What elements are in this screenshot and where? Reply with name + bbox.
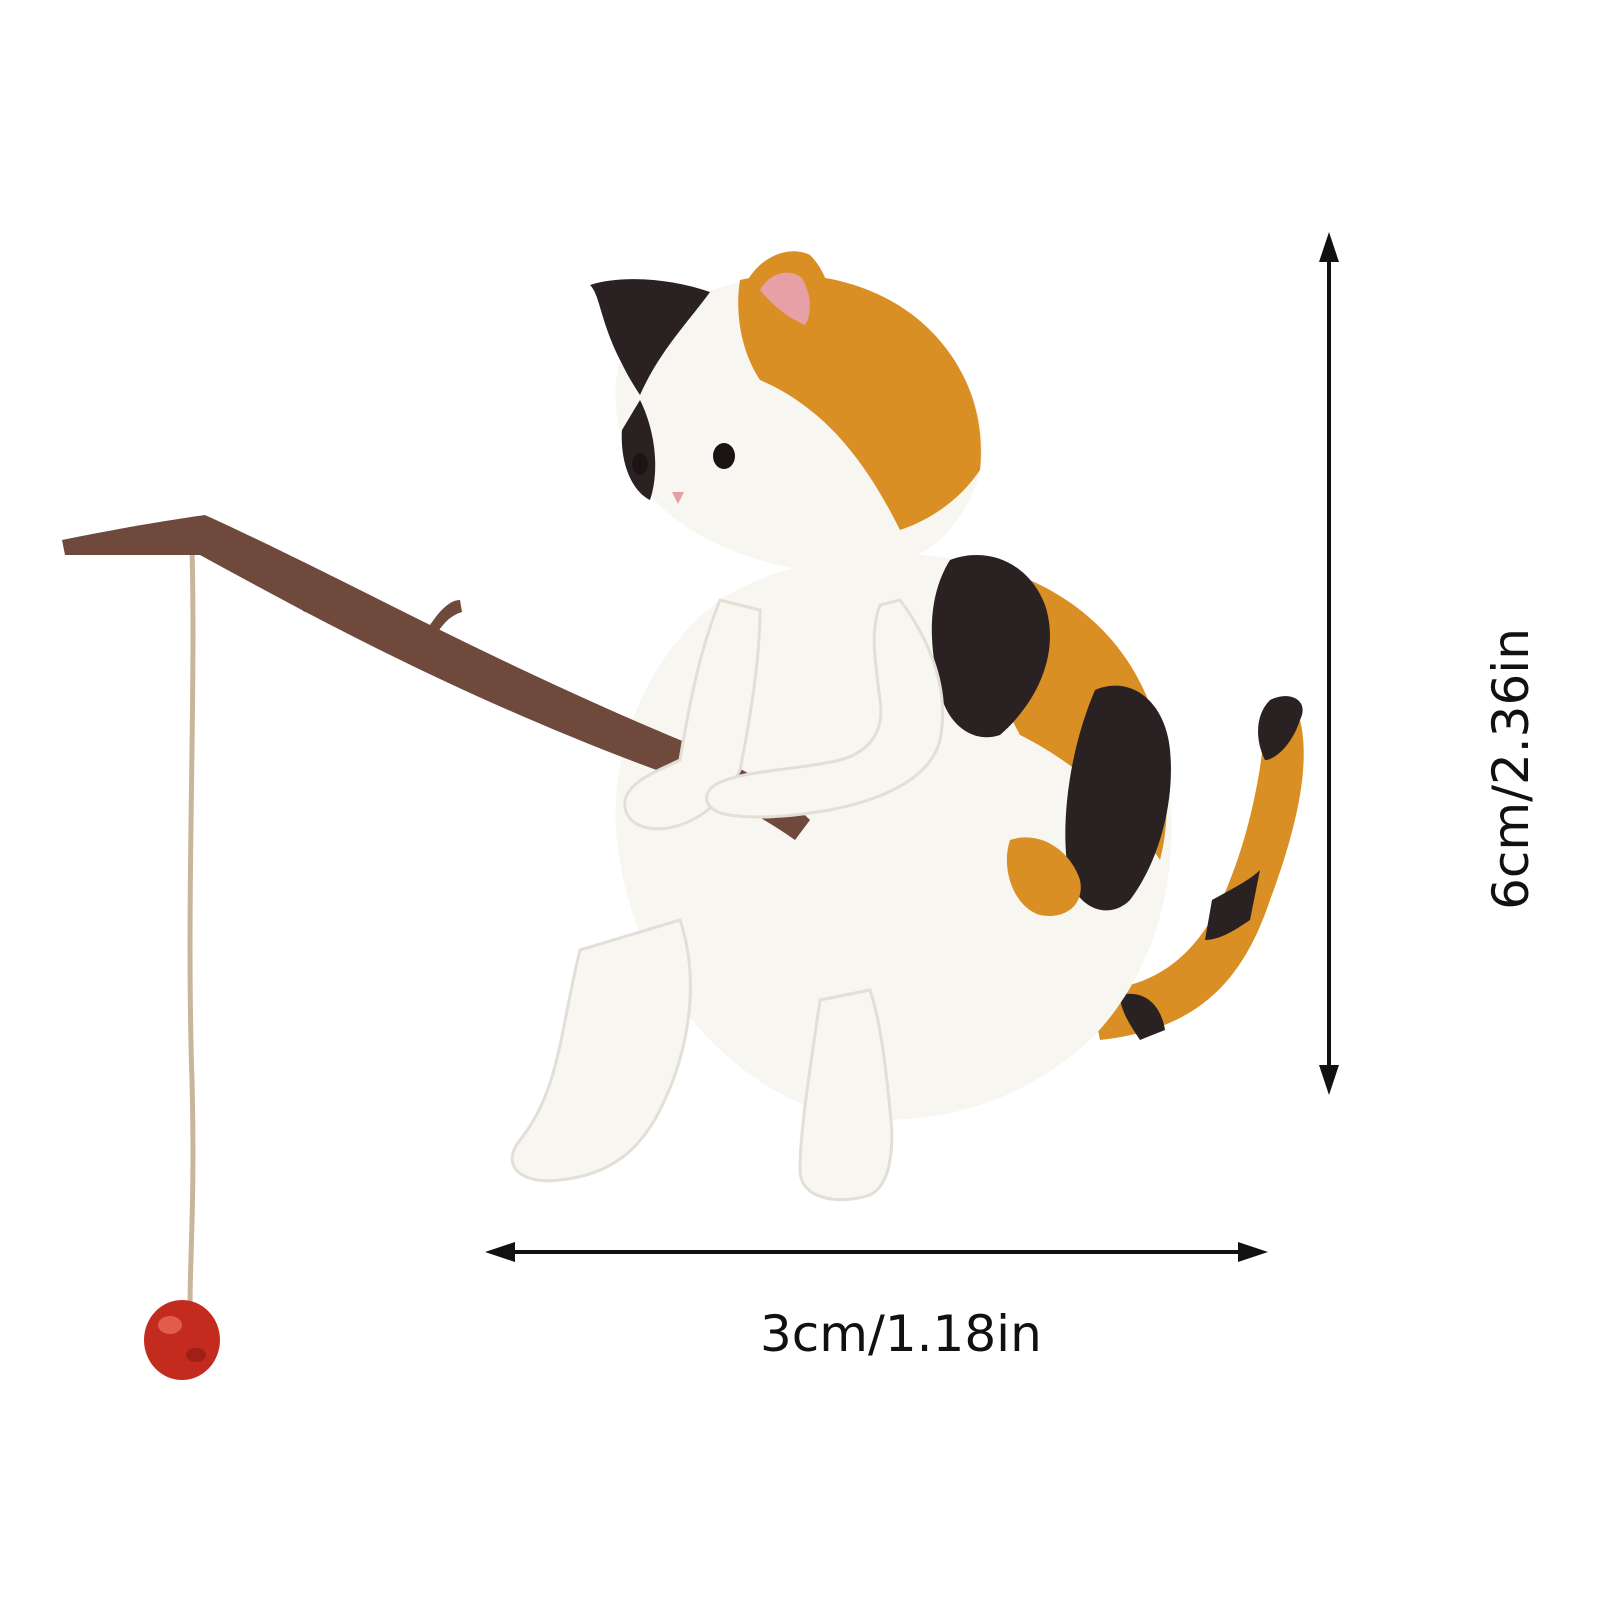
- cat-face: [632, 443, 735, 504]
- fishing-line: [187, 534, 203, 1311]
- cat-legs: [510, 918, 894, 1202]
- red-bead: [144, 1300, 220, 1380]
- fishing-stick: [62, 515, 810, 840]
- width-dimension-label: 3cm/1.18in: [760, 1305, 1042, 1363]
- cat-head: [590, 274, 983, 572]
- cat-ear: [745, 251, 830, 330]
- cat-body: [615, 554, 1172, 1120]
- cat-arms: [623, 598, 945, 831]
- width-dimension-arrow: [485, 1242, 1268, 1262]
- height-dimension-arrow: [1319, 232, 1339, 1095]
- height-dimension-label: 6cm/2.36in: [1481, 628, 1540, 910]
